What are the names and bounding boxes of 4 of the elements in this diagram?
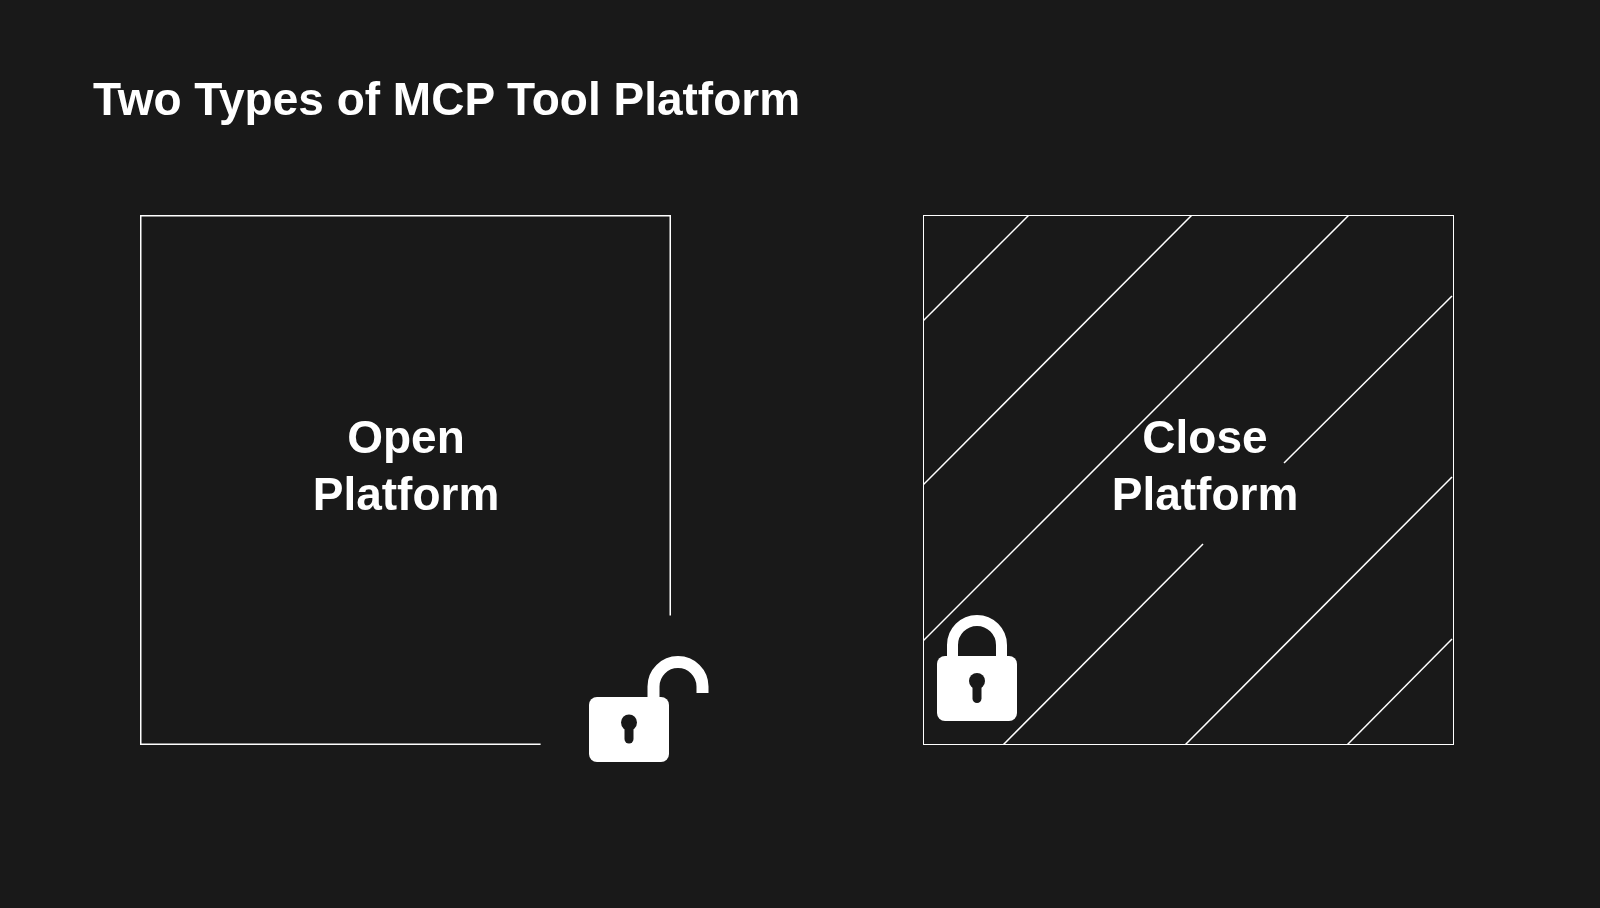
platform-label: Close Platform — [1110, 410, 1300, 522]
hatched-box — [923, 215, 1454, 745]
platform-label: Open Platform — [311, 410, 501, 522]
open-outlined-box — [140, 215, 671, 745]
